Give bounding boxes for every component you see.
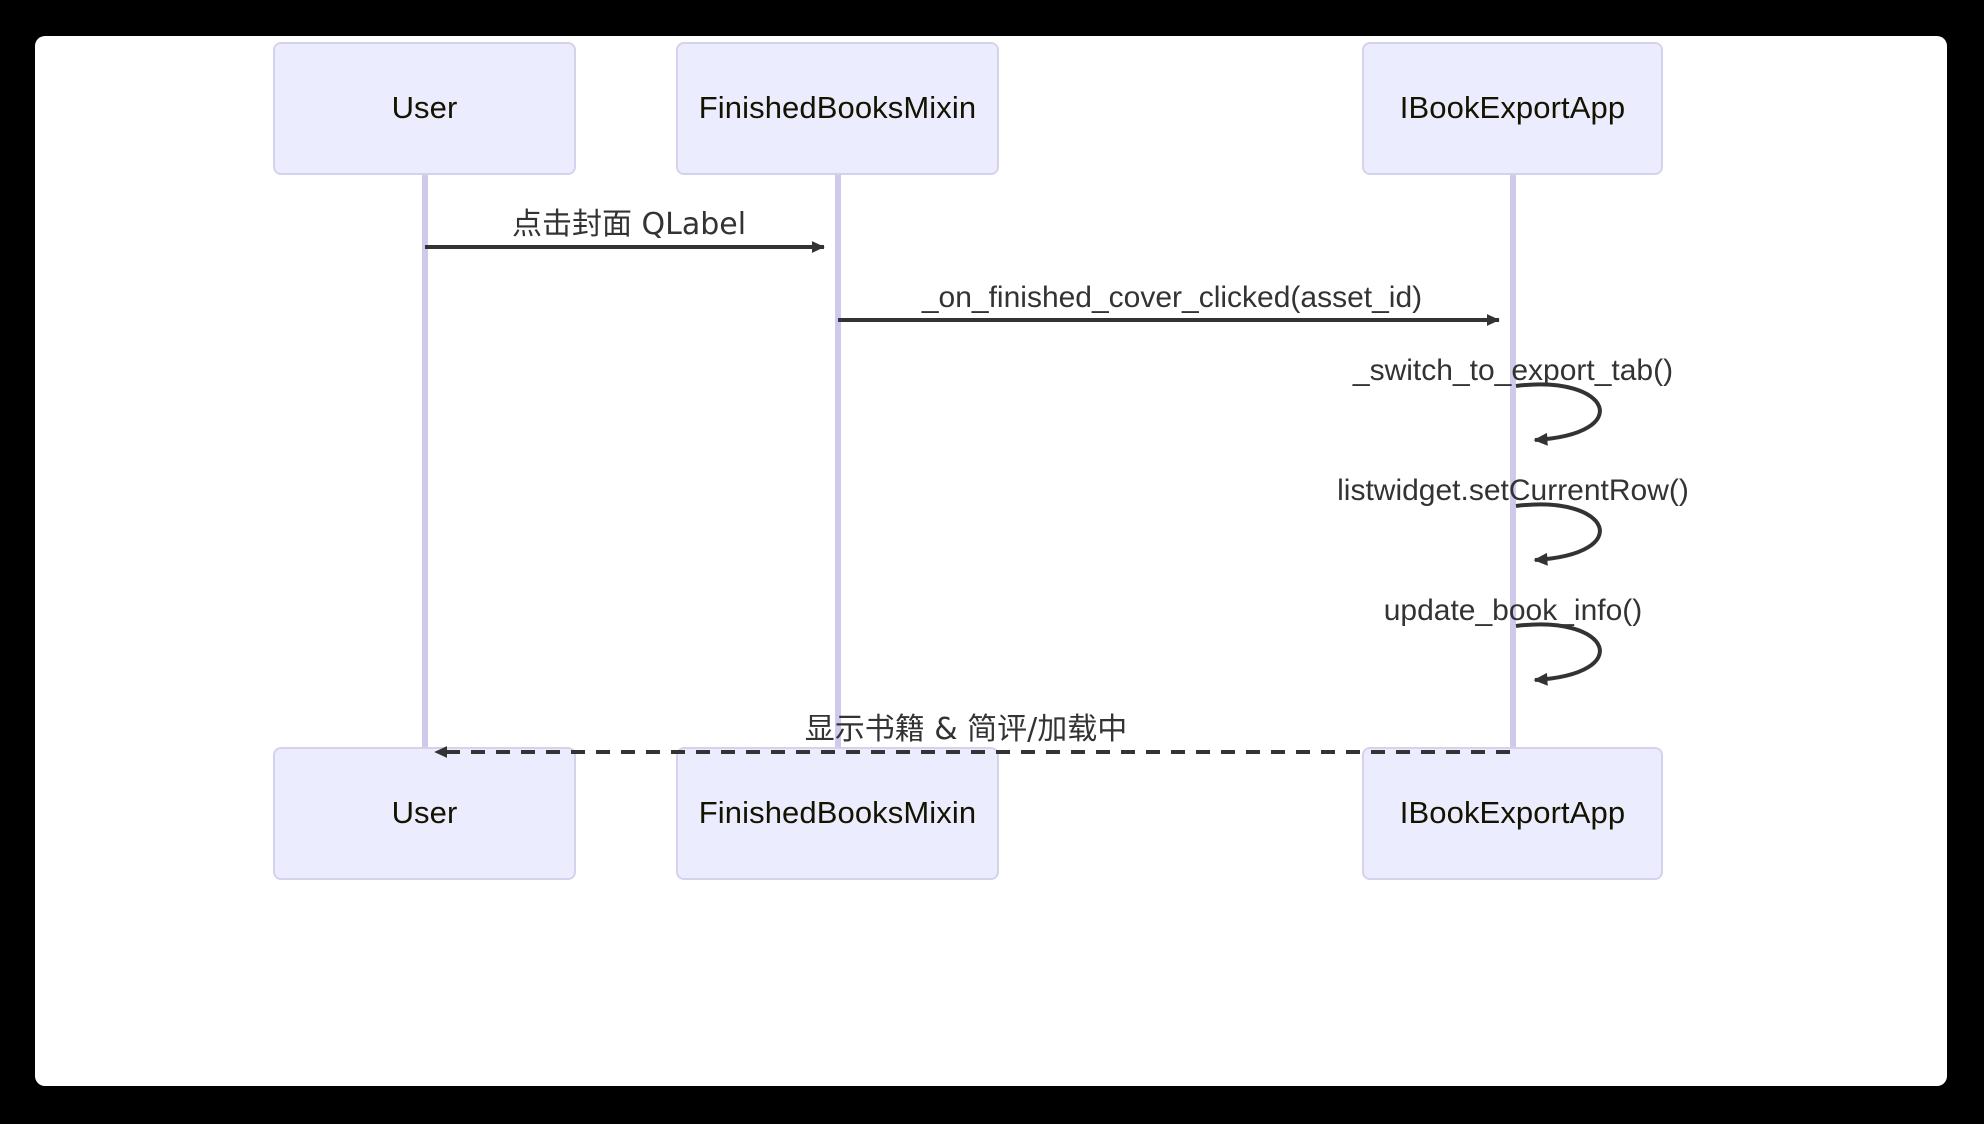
participant-box-top-mixin[interactable]: FinishedBooksMixin — [676, 42, 999, 175]
lifeline-user — [422, 175, 428, 747]
participant-label: User — [391, 90, 458, 126]
message-arrow-4-self-loop — [1515, 502, 1602, 566]
arrow-layer — [425, 241, 1602, 758]
message-label-4: listwidget.setCurrentRow() — [1337, 474, 1689, 507]
message-label-6: 显示书籍 & 简评/加载中 — [804, 712, 1128, 747]
message-label-5: update_book_info() — [1383, 594, 1643, 627]
message-arrow-3-self-loop — [1515, 382, 1602, 446]
message-label-2: _on_finished_cover_clicked(asset_id) — [921, 281, 1423, 314]
lifeline-app — [1510, 175, 1516, 747]
lifeline-mixin — [835, 175, 841, 747]
participant-box-bottom-user[interactable]: User — [273, 747, 576, 880]
participant-box-top-user[interactable]: User — [273, 42, 576, 175]
participant-label: FinishedBooksMixin — [698, 90, 977, 126]
participant-label: FinishedBooksMixin — [698, 795, 977, 831]
participant-label: User — [391, 795, 458, 831]
participant-box-bottom-mixin[interactable]: FinishedBooksMixin — [676, 747, 999, 880]
message-arrow-5-self-loop — [1515, 622, 1602, 686]
sequence-diagram: User FinishedBooksMixin IBookExportApp U… — [35, 36, 1947, 1086]
participant-box-top-app[interactable]: IBookExportApp — [1362, 42, 1663, 175]
diagram-canvas: User FinishedBooksMixin IBookExportApp U… — [35, 36, 1947, 1086]
participant-box-bottom-app[interactable]: IBookExportApp — [1362, 747, 1663, 880]
message-label-3: _switch_to_export_tab() — [1352, 354, 1674, 387]
participant-label: IBookExportApp — [1399, 90, 1626, 126]
participant-label: IBookExportApp — [1399, 795, 1626, 831]
message-label-1: 点击封面 QLabel — [511, 207, 747, 242]
